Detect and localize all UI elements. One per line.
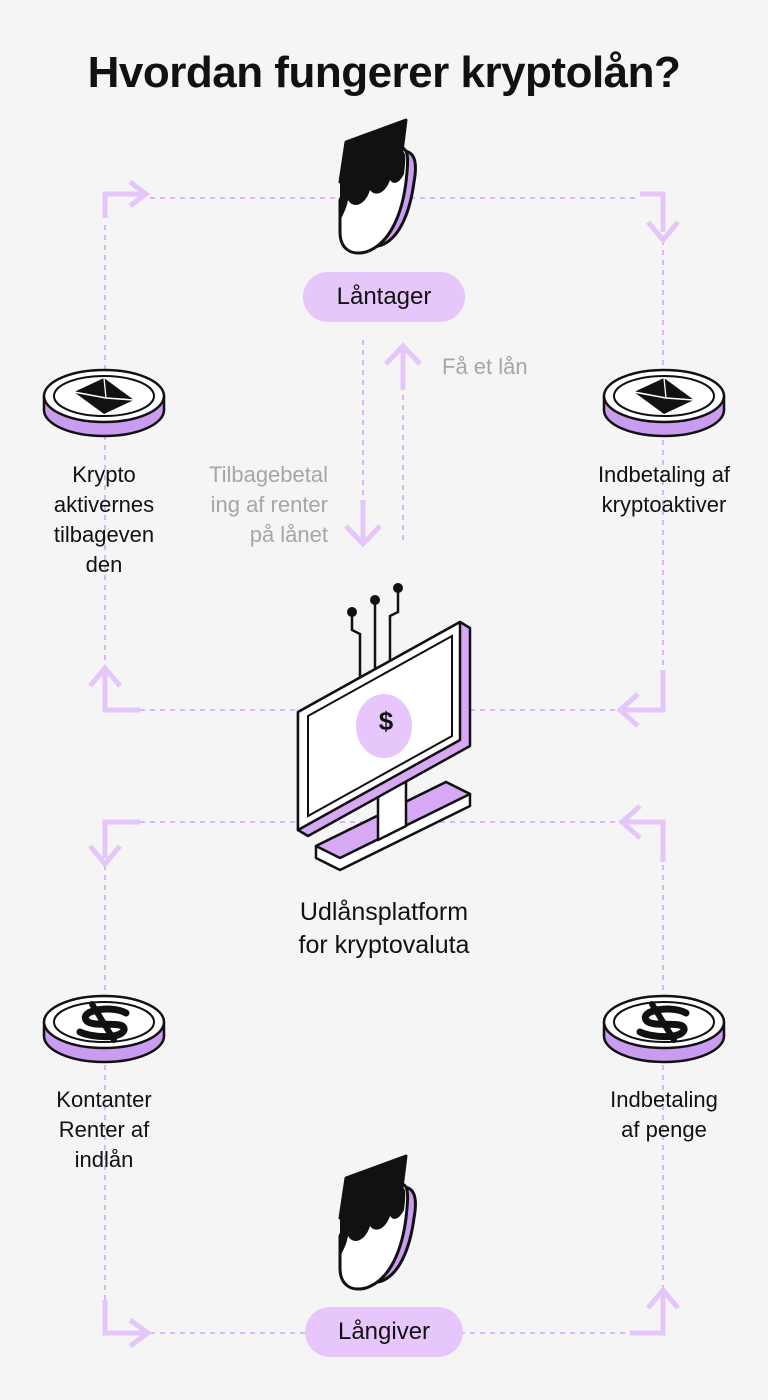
- ethereum-coin-icon: [42, 368, 166, 438]
- dollar-coin-icon: [44, 996, 164, 1062]
- person-bust-icon: [338, 118, 417, 255]
- arrow-top-left: [102, 191, 146, 218]
- flow-arrows: [88, 180, 680, 1349]
- lender-node: Långiver: [305, 1307, 463, 1357]
- person-bust-icon: [338, 1154, 417, 1291]
- get-loan-label: Få et lån: [442, 354, 528, 379]
- ethereum-coin-icon: [602, 368, 726, 438]
- arrow-lower-left-down: [102, 819, 140, 858]
- cash-deposit-label: Indbetaling af penge: [610, 1087, 718, 1142]
- computer-monitor-icon: [296, 583, 472, 872]
- platform-dollar-symbol: $: [378, 706, 394, 736]
- cash-interest-label: Kontanter Renter af indlån: [56, 1087, 152, 1172]
- repayment-label: Tilbagebetal ing af renter på lånet: [208, 462, 328, 547]
- arrow-mid-left-up: [102, 672, 140, 713]
- dollar-coin-icon: [604, 996, 724, 1062]
- arrow-mid-right-in: [624, 670, 666, 713]
- borrower-node: Låntager: [303, 272, 465, 322]
- arrow-lower-right-in: [626, 819, 666, 862]
- arrow-top-right: [640, 191, 666, 232]
- arrow-bottom-right-up: [630, 1294, 666, 1336]
- crypto-deposit-label: Indbetaling af kryptoaktiver: [597, 462, 731, 517]
- page-title: Hvordan fungerer kryptolån?: [87, 48, 681, 97]
- crypto-return-label: Krypto aktivernes tilbageven den: [53, 462, 155, 577]
- arrow-bottom-left: [102, 1300, 144, 1336]
- platform-label: Udlånsplatform for kryptovaluta: [298, 898, 470, 959]
